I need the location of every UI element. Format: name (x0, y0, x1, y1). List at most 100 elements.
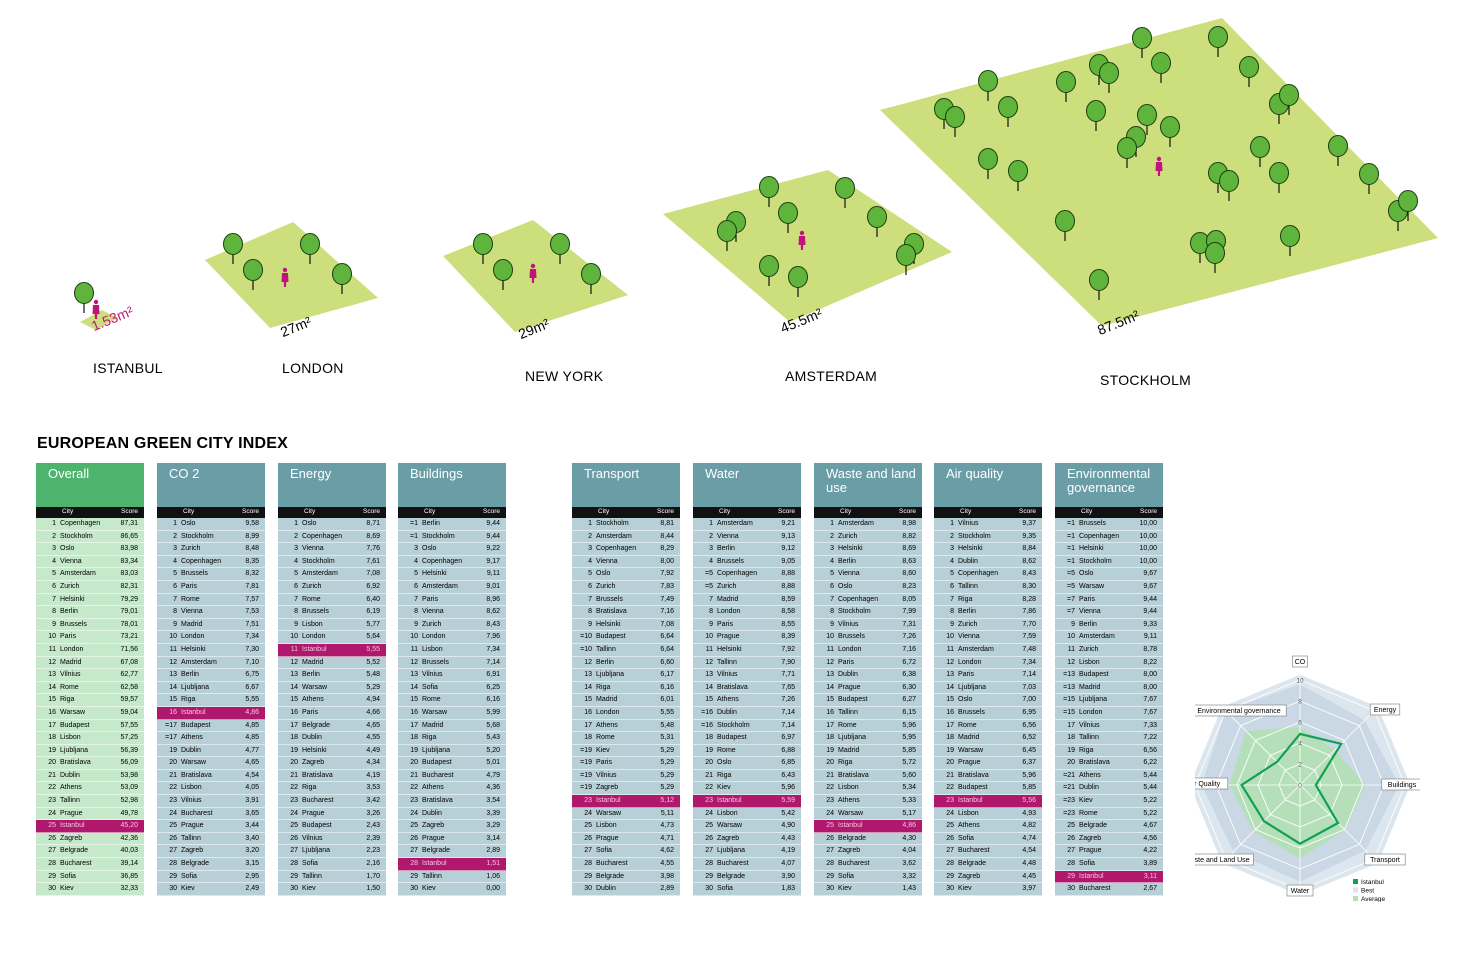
table-title: Buildings (398, 463, 506, 507)
city-column-header: City (719, 508, 731, 515)
score-cell: 4,07 (781, 860, 795, 868)
legend-swatch (1353, 879, 1358, 884)
city-cell: Warsaw (302, 683, 328, 691)
rank-cell: 20 (946, 759, 954, 767)
score-cell: 5,96 (1022, 771, 1036, 779)
score-cell: 7,31 (902, 620, 916, 628)
city-cell: Helsinki (717, 645, 742, 653)
city-cell: Brussels (838, 633, 865, 641)
score-cell: 5,12 (660, 797, 674, 805)
score-cell: 56,39 (120, 746, 138, 754)
score-cell: 5,44 (1143, 771, 1157, 779)
rank-cell: =1 (1067, 557, 1075, 565)
rank-cell: 10 (169, 633, 177, 641)
score-cell: 6,75 (245, 671, 259, 679)
score-cell: 7,71 (781, 671, 795, 679)
radar-tick-label: 0 (1298, 783, 1302, 790)
score-cell: 8,88 (781, 570, 795, 578)
city-cell: Kiev (60, 885, 74, 893)
score-cell: 2,39 (366, 834, 380, 842)
city-cell: Vilnius (958, 520, 979, 527)
rank-cell: 27 (169, 847, 177, 855)
score-cell: 4,49 (366, 746, 380, 754)
rank-cell: 20 (826, 759, 834, 767)
city-cell: Paris (958, 671, 974, 679)
city-cell: Athens (838, 797, 860, 805)
rank-cell: 6 (52, 582, 56, 590)
score-cell: 6,30 (902, 683, 916, 691)
rank-cell: =23 (1063, 797, 1075, 805)
rank-cell: 10 (826, 633, 834, 641)
rank-cell: 27 (290, 847, 298, 855)
score-cell: 4,54 (245, 771, 259, 779)
score-cell: 83,34 (120, 557, 138, 565)
rank-cell: 17 (946, 721, 954, 729)
city-cell: Paris (596, 759, 612, 767)
score-cell: 3,32 (902, 872, 916, 880)
city-cell: Vilnius (422, 671, 443, 679)
rank-cell: 11 (410, 645, 418, 653)
tree-icon (978, 148, 998, 170)
city-cell: Berlin (717, 545, 735, 553)
rank-cell: =19 (580, 784, 592, 792)
score-cell: 8,81 (660, 520, 674, 527)
rank-cell: 7 (52, 595, 56, 603)
rank-cell: 9 (1071, 620, 1075, 628)
city-cell: Belgrade (958, 860, 987, 868)
tree-icon (945, 106, 965, 128)
city-cell: Amsterdam (60, 570, 96, 578)
ground-london (205, 222, 378, 328)
score-cell: 73,21 (120, 633, 138, 641)
table-title: Transport (572, 463, 680, 507)
rank-cell: 14 (410, 683, 418, 691)
rank-cell: 29 (410, 872, 418, 880)
rank-cell: 22 (705, 784, 713, 792)
city-cell: Stockholm (596, 520, 629, 527)
rank-cell: =19 (580, 759, 592, 767)
city-cell: Oslo (958, 696, 973, 704)
score-cell: 6,22 (1143, 759, 1157, 767)
rank-cell: 4 (709, 557, 713, 565)
score-cell: 6,52 (1022, 734, 1036, 742)
rank-cell: 18 (1067, 734, 1075, 742)
rank-cell: =15 (1063, 708, 1075, 716)
table-title: Energy (278, 463, 386, 507)
city-cell: Kiev (717, 784, 731, 792)
city-label-london: LONDON (282, 360, 344, 376)
city-cell: Tallinn (181, 834, 201, 842)
people (92, 156, 1163, 319)
rank-cell: 7 (173, 595, 177, 603)
city-cell: Stockholm (717, 721, 750, 729)
rank-cell: 21 (48, 771, 56, 779)
city-cell: Ljubljana (302, 847, 331, 855)
